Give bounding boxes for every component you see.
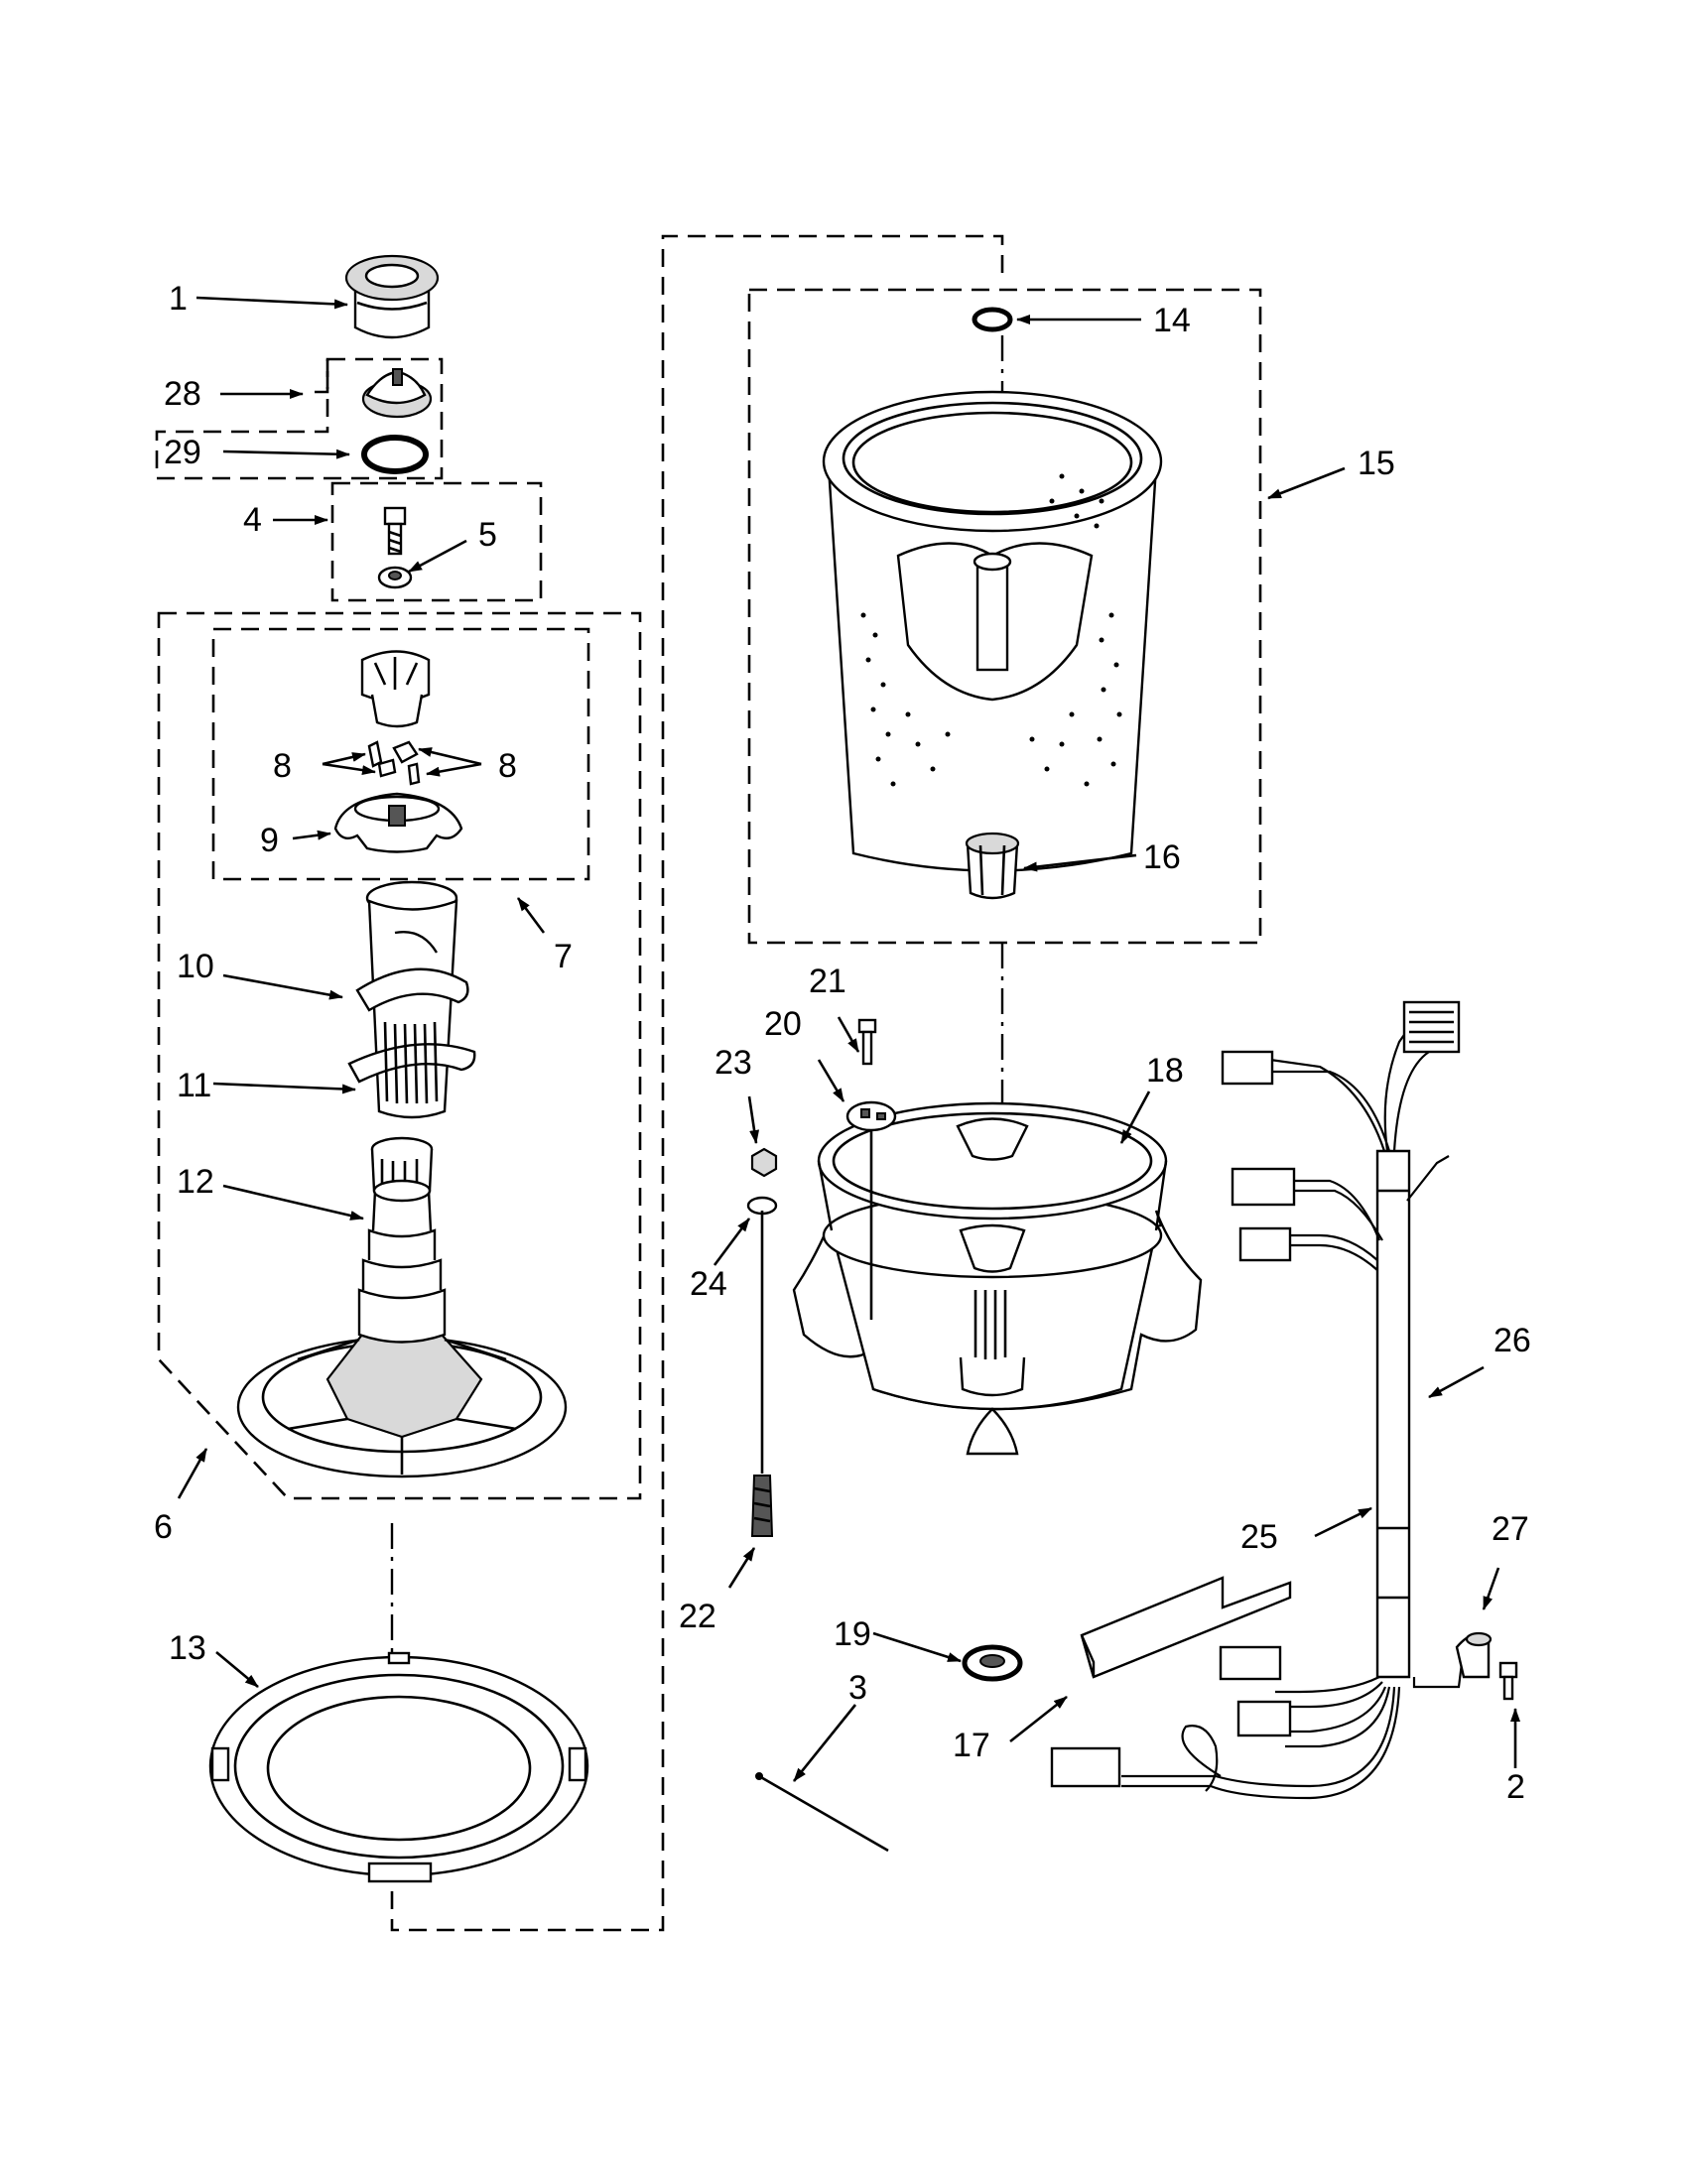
part-number-labels: 1 28 29 4 5 8 8 9 7 10 11 12 6 13 14 15 … — [154, 280, 1531, 1806]
label-11: 11 — [177, 1067, 211, 1104]
tub-seal-part[interactable] — [962, 1644, 1023, 1682]
agitator-cam-base-part[interactable] — [333, 792, 463, 853]
outer-tub-part[interactable] — [792, 1101, 1203, 1456]
label-8b: 8 — [498, 747, 517, 785]
label-9: 9 — [260, 822, 279, 859]
ground-screw-part[interactable] — [1498, 1661, 1518, 1701]
label-27: 27 — [1492, 1510, 1529, 1548]
label-12: 12 — [177, 1163, 214, 1201]
label-26: 26 — [1493, 1322, 1531, 1359]
label-21: 21 — [809, 963, 846, 1000]
label-8a: 8 — [273, 747, 292, 785]
cable-tie-part[interactable] — [755, 1772, 889, 1853]
label-20: 20 — [764, 1005, 802, 1043]
agitator-base-part[interactable] — [236, 1179, 568, 1478]
tub-ring-part[interactable] — [208, 1651, 589, 1883]
spanner-nut-part[interactable] — [972, 307, 1013, 332]
label-25: 25 — [1240, 1518, 1278, 1556]
leader-arrows — [177, 296, 1520, 1782]
suspension-rod-part[interactable] — [746, 1147, 778, 1537]
hub-part[interactable] — [965, 832, 1020, 900]
agitator-cap-part[interactable] — [344, 254, 440, 339]
o-ring-part[interactable] — [361, 435, 429, 474]
drive-cam-part[interactable] — [360, 650, 431, 728]
cap-insert-part[interactable] — [361, 368, 433, 419]
basket-perforations — [860, 473, 1122, 787]
label-3: 3 — [848, 1669, 867, 1707]
washer-part[interactable] — [377, 566, 413, 589]
label-6: 6 — [154, 1508, 173, 1546]
label-18: 18 — [1146, 1052, 1184, 1090]
label-29: 29 — [164, 434, 201, 471]
label-28: 28 — [164, 375, 201, 413]
label-19: 19 — [834, 1615, 871, 1653]
label-23: 23 — [714, 1044, 752, 1082]
label-13: 13 — [169, 1629, 206, 1667]
assembly-boundaries — [155, 234, 1262, 1932]
damper-plate-part[interactable] — [845, 1100, 897, 1132]
label-2: 2 — [1506, 1768, 1525, 1806]
label-22: 22 — [679, 1598, 716, 1635]
label-15: 15 — [1358, 445, 1395, 482]
bolt-part[interactable] — [383, 506, 407, 556]
label-17: 17 — [953, 1727, 990, 1764]
auger-part[interactable] — [347, 880, 476, 1119]
wash-basket-part[interactable] — [822, 390, 1163, 872]
agitator-dog-parts[interactable] — [367, 740, 421, 786]
label-24: 24 — [690, 1265, 727, 1303]
screw-part[interactable] — [857, 1018, 877, 1066]
wire-harness-part[interactable] — [1050, 1000, 1466, 1800]
control-board-part[interactable] — [1080, 1576, 1292, 1679]
label-5: 5 — [478, 516, 497, 554]
label-7: 7 — [554, 938, 573, 975]
label-4: 4 — [243, 501, 262, 539]
label-14: 14 — [1153, 302, 1191, 339]
label-16: 16 — [1143, 838, 1181, 876]
label-1: 1 — [169, 280, 188, 318]
ground-clip-part[interactable] — [1455, 1631, 1493, 1679]
label-10: 10 — [177, 948, 214, 985]
